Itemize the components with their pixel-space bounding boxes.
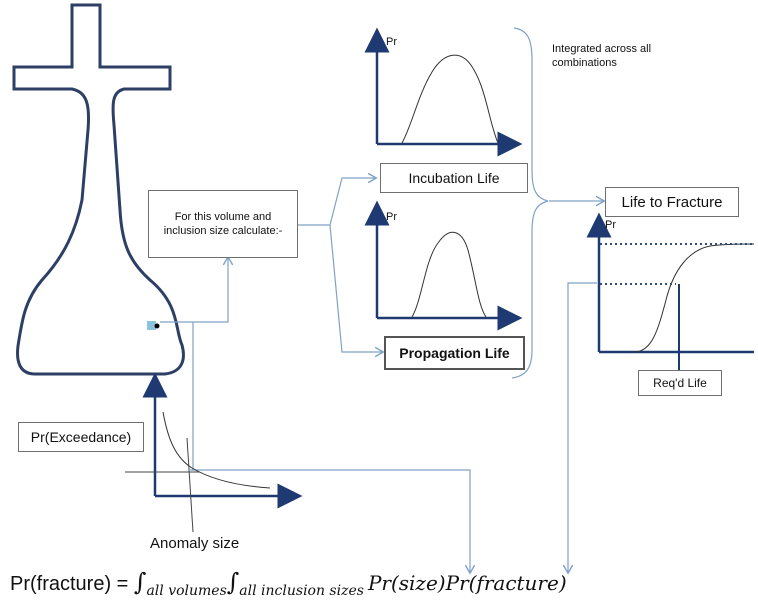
fracture-equation: Pr(fracture) = ∫all volumes∫all inclusio… bbox=[10, 568, 567, 599]
propagation-life-box: Propagation Life bbox=[384, 336, 525, 370]
integral-2: ∫ bbox=[226, 568, 240, 596]
inclusion-marker bbox=[147, 321, 156, 330]
exceedance-box: Pr(Exceedance) bbox=[18, 422, 144, 452]
exceedance-plot bbox=[125, 372, 303, 533]
propagation-plot bbox=[364, 200, 523, 331]
incubation-plot bbox=[364, 27, 523, 157]
propagation-curve bbox=[411, 231, 487, 318]
pr-label-fracture: Pr bbox=[605, 219, 616, 231]
inclusion-dot bbox=[154, 323, 160, 329]
exceedance-label: Pr(Exceedance) bbox=[30, 429, 132, 445]
incubation-life-box: Incubation Life bbox=[380, 163, 528, 193]
equation-lhs: Pr(fracture) = bbox=[10, 573, 134, 595]
calc-box-text: For this volume and inclusion size calcu… bbox=[163, 211, 283, 237]
anomaly-size-label: Anomaly size bbox=[150, 535, 240, 552]
fracture-cdf-curve bbox=[633, 243, 755, 353]
integral-1: ∫ bbox=[133, 568, 147, 596]
reqd-life-box: Req'd Life bbox=[638, 370, 722, 396]
pr-label-incubation: Pr bbox=[386, 36, 397, 48]
connector-lines bbox=[160, 27, 603, 572]
life-to-fracture-box: Life to Fracture bbox=[605, 187, 739, 217]
reqd-life-label: Req'd Life bbox=[653, 376, 707, 390]
life-to-fracture-label: Life to Fracture bbox=[621, 193, 723, 211]
integral-1-subscript: all volumes bbox=[146, 583, 227, 599]
calc-box: For this volume and inclusion size calcu… bbox=[148, 190, 298, 258]
fracture-plot bbox=[586, 212, 755, 372]
propagation-life-label: Propagation Life bbox=[399, 345, 510, 361]
incubation-curve bbox=[401, 54, 499, 144]
equation-rhs: Pr(size)Pr(fracture) bbox=[367, 571, 567, 595]
integral-2-subscript: all inclusion sizes bbox=[239, 583, 364, 599]
integrated-note: Integrated across all combinations bbox=[552, 43, 652, 69]
exceedance-cross-v bbox=[186, 437, 194, 533]
incubation-life-label: Incubation Life bbox=[408, 170, 500, 186]
exceedance-curve bbox=[162, 411, 271, 489]
pr-label-propagation: Pr bbox=[386, 211, 397, 223]
